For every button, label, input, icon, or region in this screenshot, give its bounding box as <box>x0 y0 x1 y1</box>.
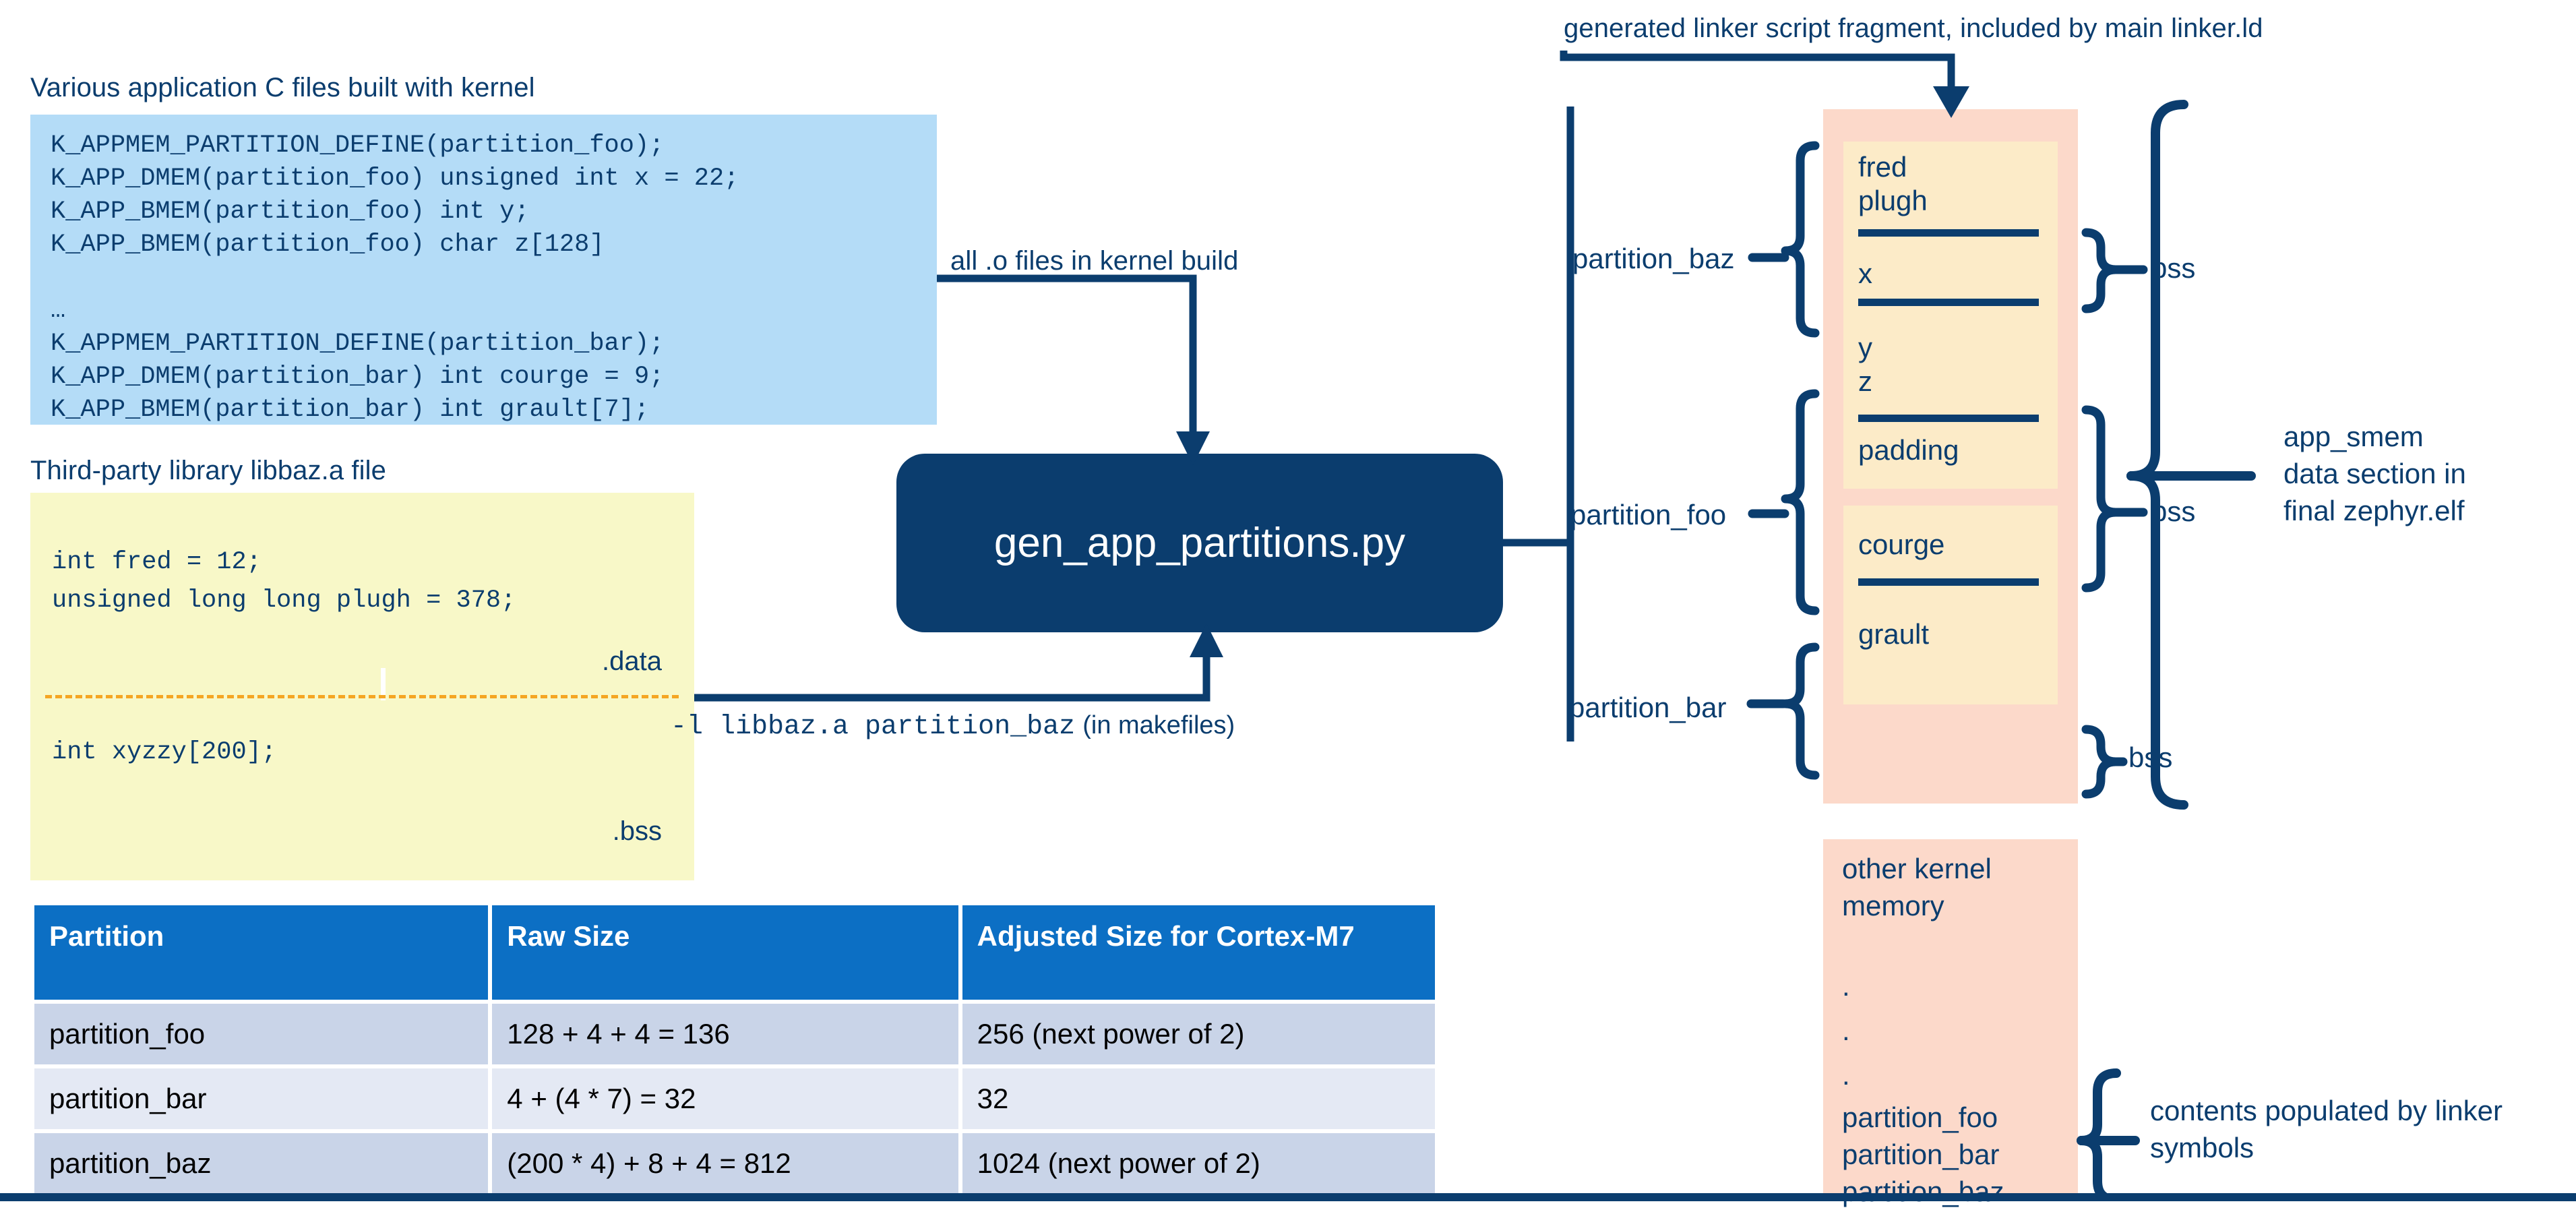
linker-symbols-line-1: contents populated by linker <box>2150 1095 2503 1126</box>
kernel-symbol-partition-bar: partition_bar <box>1842 1139 2000 1170</box>
cell-partition-name: partition_foo <box>34 1004 489 1064</box>
brace-label-partition-foo: partition_foo <box>1570 499 1727 531</box>
app-code-text: K_APPMEM_PARTITION_DEFINE(partition_foo)… <box>51 131 739 424</box>
brace-label-partition-bar: partition_bar <box>1569 692 1727 723</box>
table-row: partition_bar 4 + (4 * 7) = 32 32 <box>34 1068 1435 1129</box>
memory-block-partition-foo: x y z padding <box>1843 249 2058 489</box>
app-smem-line-1: app_smem <box>2283 421 2424 452</box>
kernel-symbol-partition-baz: partition_baz <box>1842 1176 2004 1207</box>
table-row: partition_baz (200 * 4) + 8 + 4 = 812 10… <box>34 1133 1435 1194</box>
brace-partition-baz <box>1781 141 1820 338</box>
linker-script-caption: generated linker script fragment, includ… <box>1564 13 2263 43</box>
section-divider-dashed <box>45 695 679 698</box>
bss-section-tag: .bss <box>612 816 662 846</box>
brace-label-bss-bar: bss <box>2128 742 2173 773</box>
cell-raw-size: 128 + 4 + 4 = 136 <box>492 1004 958 1064</box>
kernel-dot-1: . <box>1842 970 1850 1002</box>
app-smem-memory-column: fred plugh xyzzy padding x y z padding c… <box>1823 109 2078 804</box>
lib-caption: Third-party library libbaz.a file <box>30 456 386 485</box>
app-code-box: K_APPMEM_PARTITION_DEFINE(partition_foo)… <box>30 115 937 425</box>
other-kernel-memory-title: other kernel memory <box>1842 850 1992 924</box>
memory-row-y: y <box>1858 332 1872 363</box>
memory-rule-foo-1 <box>1858 299 2039 306</box>
kernel-dot-3: . <box>1842 1059 1850 1091</box>
data-section-tag: .data <box>602 646 662 676</box>
makefile-note: (in makefiles) <box>1082 711 1235 739</box>
memory-row-x: x <box>1858 258 1872 289</box>
app-smem-line-3: final zephyr.elf <box>2283 495 2465 526</box>
arrow-app-files-to-node <box>937 274 1197 442</box>
separator-tick <box>381 668 386 700</box>
cell-raw-size: (200 * 4) + 8 + 4 = 812 <box>492 1133 958 1194</box>
memory-row-fred: fred <box>1858 151 1907 183</box>
arrow-libbaz-to-node <box>694 647 1210 702</box>
cell-partition-name: partition_bar <box>34 1068 489 1129</box>
lib-code-box: int fred = 12; unsigned long long plugh … <box>30 493 694 880</box>
brace-label-bss-foo: bss <box>2151 495 2196 527</box>
brace-bss-baz <box>2081 228 2120 313</box>
memory-row-padding-foo: padding <box>1858 434 1959 466</box>
gen-app-partitions-label: gen_app_partitions.py <box>993 520 1406 566</box>
cell-adjusted-size: 1024 (next power of 2) <box>962 1133 1435 1194</box>
brace-partition-foo <box>1781 389 1820 615</box>
memory-rule-foo-2 <box>1858 415 2039 422</box>
arrow-label-makefile: -l libbaz.a partition_baz (in makefiles) <box>671 710 1235 742</box>
memory-row-plugh: plugh <box>1858 185 1928 216</box>
other-kernel-memory-column: other kernel memory . . . partition_foo … <box>1823 839 2078 1207</box>
memory-block-partition-bar: courge grault <box>1843 506 2058 704</box>
brace-label-bss-baz: bss <box>2151 252 2196 284</box>
brace-app-smem <box>2126 100 2188 810</box>
linker-symbols-line-2: symbols <box>2150 1132 2255 1163</box>
kernel-ellipsis-dots: . . . <box>1842 964 1850 1097</box>
table-header-raw-size: Raw Size <box>492 905 958 1000</box>
kernel-title-line-2: memory <box>1842 890 1944 921</box>
lib-code-data-text: int fred = 12; unsigned long long plugh … <box>52 548 516 615</box>
lib-code-bss-text: int xyzzy[200]; <box>52 738 277 766</box>
brace-bss-bar <box>2081 725 2120 799</box>
cell-adjusted-size: 256 (next power of 2) <box>962 1004 1435 1064</box>
app-smem-line-2: data section in <box>2283 458 2466 489</box>
gen-app-partitions-node[interactable]: gen_app_partitions.py <box>896 454 1503 632</box>
kernel-symbol-partition-foo: partition_foo <box>1842 1101 1998 1133</box>
brace-linker-symbols <box>2077 1068 2121 1201</box>
cell-raw-size: 4 + (4 * 7) = 32 <box>492 1068 958 1129</box>
arrow-label-all-o-files: all .o files in kernel build <box>950 246 1239 276</box>
kernel-dot-2: . <box>1842 1015 1850 1046</box>
table-row: partition_foo 128 + 4 + 4 = 136 256 (nex… <box>34 1004 1435 1064</box>
cell-adjusted-size: 32 <box>962 1068 1435 1129</box>
brace-label-app-smem: app_smem data section in final zephyr.el… <box>2283 418 2466 529</box>
brace-partition-bar <box>1781 642 1820 780</box>
brace-label-partition-baz: partition_baz <box>1572 243 1735 274</box>
brace-bss-foo <box>2081 405 2120 593</box>
memory-row-grault: grault <box>1858 618 1930 650</box>
partition-size-table: Partition Raw Size Adjusted Size for Cor… <box>30 901 1439 1198</box>
memory-row-z: z <box>1858 365 1872 397</box>
bottom-accent-bar <box>0 1193 2576 1201</box>
table-header-adjusted-size: Adjusted Size for Cortex-M7 <box>962 905 1435 1000</box>
arrow-linker-script-to-memory <box>1560 51 1955 94</box>
memory-rule-bar-1 <box>1858 578 2039 586</box>
app-files-caption: Various application C files built with k… <box>30 73 535 102</box>
kernel-title-line-1: other kernel <box>1842 853 1992 884</box>
table-header-row: Partition Raw Size Adjusted Size for Cor… <box>34 905 1435 1000</box>
cell-partition-name: partition_baz <box>34 1133 489 1194</box>
brace-label-linker-symbols: contents populated by linker symbols <box>2150 1092 2503 1166</box>
makefile-link-flag: -l libbaz.a partition_baz <box>671 712 1076 742</box>
memory-rule-baz-1 <box>1858 229 2039 237</box>
memory-row-courge: courge <box>1858 528 1945 560</box>
table-header-partition: Partition <box>34 905 489 1000</box>
